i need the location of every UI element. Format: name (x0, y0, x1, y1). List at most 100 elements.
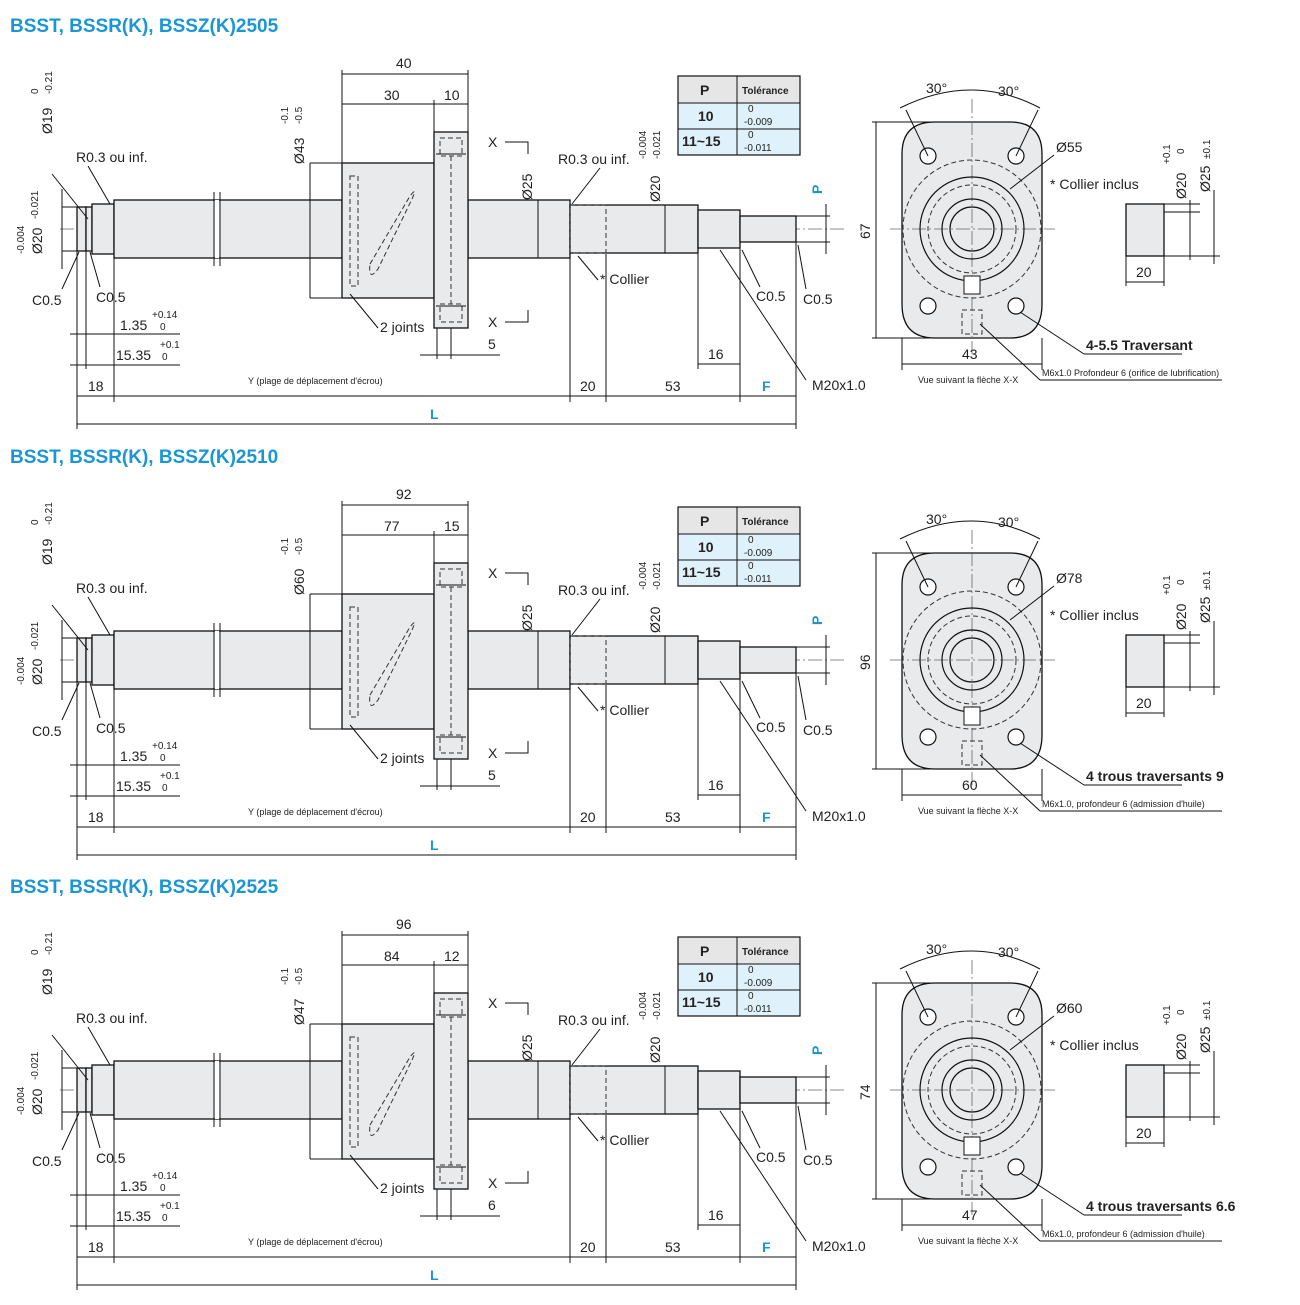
end-tol-up: -0.004 (638, 991, 649, 1020)
tolerance-table: P Tolérance 10 0 -0.009 11~15 0 -0.011 (677, 75, 801, 156)
end-view-x-x: 30° 30° Ø55 * Collier inclus 67 43 4-5.5… (857, 80, 1222, 385)
dim-135-up: +0.14 (152, 741, 178, 752)
collar-id-up: +0.1 (1162, 144, 1173, 164)
collar-length: 20 (1136, 1125, 1152, 1141)
shaft-tol-up: 0 (30, 88, 41, 94)
end-view-x-x: 30° 30° Ø78 * Collier inclus 96 60 4 tro… (857, 511, 1224, 816)
left-dimensions: Ø20 -0.004 -0.021 Ø19 0 -0.21 R0.3 ou in… (16, 502, 180, 860)
nut-dimensions: 40 30 10 Ø43 -0.1 -0.5 2 joints X X 5 (280, 55, 529, 359)
nut-return-tube (369, 622, 416, 706)
collar-length: 20 (1136, 695, 1152, 711)
thread-label: M20x1.0 (812, 1238, 866, 1254)
chamfer-right-1: C0.5 (756, 719, 786, 735)
r-note: R0.3 ou inf. (76, 149, 148, 165)
collar-id-up: +0.1 (1162, 1005, 1173, 1025)
dim-18: 18 (88, 809, 104, 825)
collar-note: * Collier (600, 1132, 649, 1148)
end-tol-lo: -0.021 (652, 991, 663, 1020)
nut-dia-tol-up: -0.1 (280, 967, 291, 985)
journal-tol-up: -0.004 (16, 1086, 27, 1115)
table-head-p: P (700, 513, 709, 529)
section-drawing: Ø20 -0.004 -0.021 Ø19 0 -0.21 R0.3 ou in… (16, 486, 1224, 860)
dim-18: 18 (88, 1239, 104, 1255)
nut-body-length: 84 (384, 948, 400, 964)
flange-offset: 6 (488, 1197, 496, 1213)
nut-body-length: 30 (384, 87, 400, 103)
section-title: BSST, BSSR(K), BSSZ(K)2510 (10, 447, 279, 468)
dim-1535-lo: 0 (162, 1213, 168, 1224)
nut-dia-tol-lo: -0.5 (294, 106, 305, 124)
end-tol-lo: -0.021 (652, 561, 663, 590)
table-row-up: 0 (748, 104, 754, 115)
collar-id: Ø20 (1173, 172, 1189, 199)
shaft-tol-lo: -0.21 (44, 502, 55, 525)
bottom-dimensions: 18 Y (plage de déplacement d'écrou) 20 5… (77, 673, 866, 860)
nut-dia: Ø47 (291, 998, 307, 1025)
r-note: R0.3 ou inf. (76, 1010, 148, 1026)
angle-left: 30° (926, 511, 947, 527)
dim-135-up: +0.14 (152, 1171, 178, 1182)
nut-length: 40 (396, 55, 412, 71)
collar-d2-tol: ±0.1 (1202, 1000, 1213, 1020)
dim-16: 16 (708, 346, 724, 362)
f-label: F (762, 809, 771, 825)
table-row-p: 10 (698, 108, 714, 124)
end-view-x-x: 30° 30° Ø60 * Collier inclus 74 47 4 tro… (857, 941, 1236, 1246)
journal-tol-up: -0.004 (16, 656, 27, 685)
bottom-dimensions: 18 Y (plage de déplacement d'écrou) 20 5… (77, 1103, 866, 1290)
nut-dia-tol-up: -0.1 (280, 106, 291, 124)
collar-id: Ø20 (1173, 603, 1189, 630)
block-height: 74 (857, 1084, 873, 1100)
collar-d2: Ø25 (1197, 1026, 1213, 1053)
table-row-up: 0 (748, 130, 754, 141)
y-range-label: Y (plage de déplacement d'écrou) (248, 376, 383, 386)
collar-note: * Collier (600, 702, 649, 718)
nut-body-length: 77 (384, 518, 400, 534)
ball-screw-shaft (60, 562, 845, 760)
view-label: Vue suivant la flèche X-X (918, 806, 1018, 816)
section-drawing: Ø20 -0.004 -0.021 Ø19 0 -0.21 R0.3 ou in… (16, 916, 1236, 1290)
table-head-tol: Tolérance (742, 947, 789, 958)
collar-d2-tol: ±0.1 (1202, 570, 1213, 590)
collar-od: Ø55 (1056, 139, 1083, 155)
shaft-tol-up: 0 (30, 949, 41, 955)
shaft-dia-label: Ø19 (39, 968, 55, 995)
nut-dimensions: 96 84 12 Ø47 -0.1 -0.5 2 joints X X 6 (280, 916, 529, 1220)
f-label: F (762, 378, 771, 394)
collar-included: * Collier inclus (1050, 607, 1139, 623)
nut-dia: Ø60 (291, 568, 307, 595)
table-row-lo: -0.009 (744, 117, 773, 128)
table-row-p: 11~15 (682, 564, 721, 580)
collar-d2: Ø25 (1197, 165, 1213, 192)
section-title: BSST, BSSR(K), BSSZ(K)2505 (10, 16, 279, 37)
table-row-p: 10 (698, 539, 714, 555)
p-label: P (809, 1046, 825, 1055)
flange-width: 12 (444, 948, 460, 964)
mount-holes: 4 trous traversants 6.6 (1086, 1198, 1236, 1214)
left-dimensions: Ø20 -0.004 -0.021 Ø19 0 -0.21 R0.3 ou in… (16, 932, 180, 1290)
collar-included: * Collier inclus (1050, 1037, 1139, 1053)
dim-135-lo: 0 (160, 322, 166, 333)
end-dia: Ø20 (647, 606, 663, 633)
dim-135: 1.35 (120, 748, 147, 764)
l-label: L (430, 837, 439, 853)
table-row-up: 0 (748, 965, 754, 976)
dim-1535-lo: 0 (162, 783, 168, 794)
chamfer-left: C0.5 (32, 292, 62, 308)
tolerance-table: P Tolérance 10 0 -0.009 11~15 0 -0.011 (677, 936, 801, 1017)
journal-dia-label: Ø20 (29, 1088, 45, 1115)
drawing-section-1: BSST, BSSR(K), BSSZ(K)2505 (0, 14, 1300, 444)
nut-dia-tol-up: -0.1 (280, 537, 291, 555)
dim-18: 18 (88, 378, 104, 394)
table-row-lo: -0.011 (744, 1004, 772, 1015)
r-note-2: R0.3 ou inf. (558, 582, 630, 598)
x-mark-top: X (488, 565, 498, 581)
r-note: R0.3 ou inf. (76, 580, 148, 596)
dim-20: 20 (580, 378, 596, 394)
nut-dimensions: 92 77 15 Ø60 -0.1 -0.5 2 joints X X 5 (280, 486, 529, 790)
block-width: 60 (962, 777, 978, 793)
tolerance-table: P Tolérance 10 0 -0.009 11~15 0 -0.011 (677, 506, 801, 587)
dim-16: 16 (708, 1207, 724, 1223)
p-label: P (809, 616, 825, 625)
dim-1535-up: +0.1 (160, 771, 180, 782)
